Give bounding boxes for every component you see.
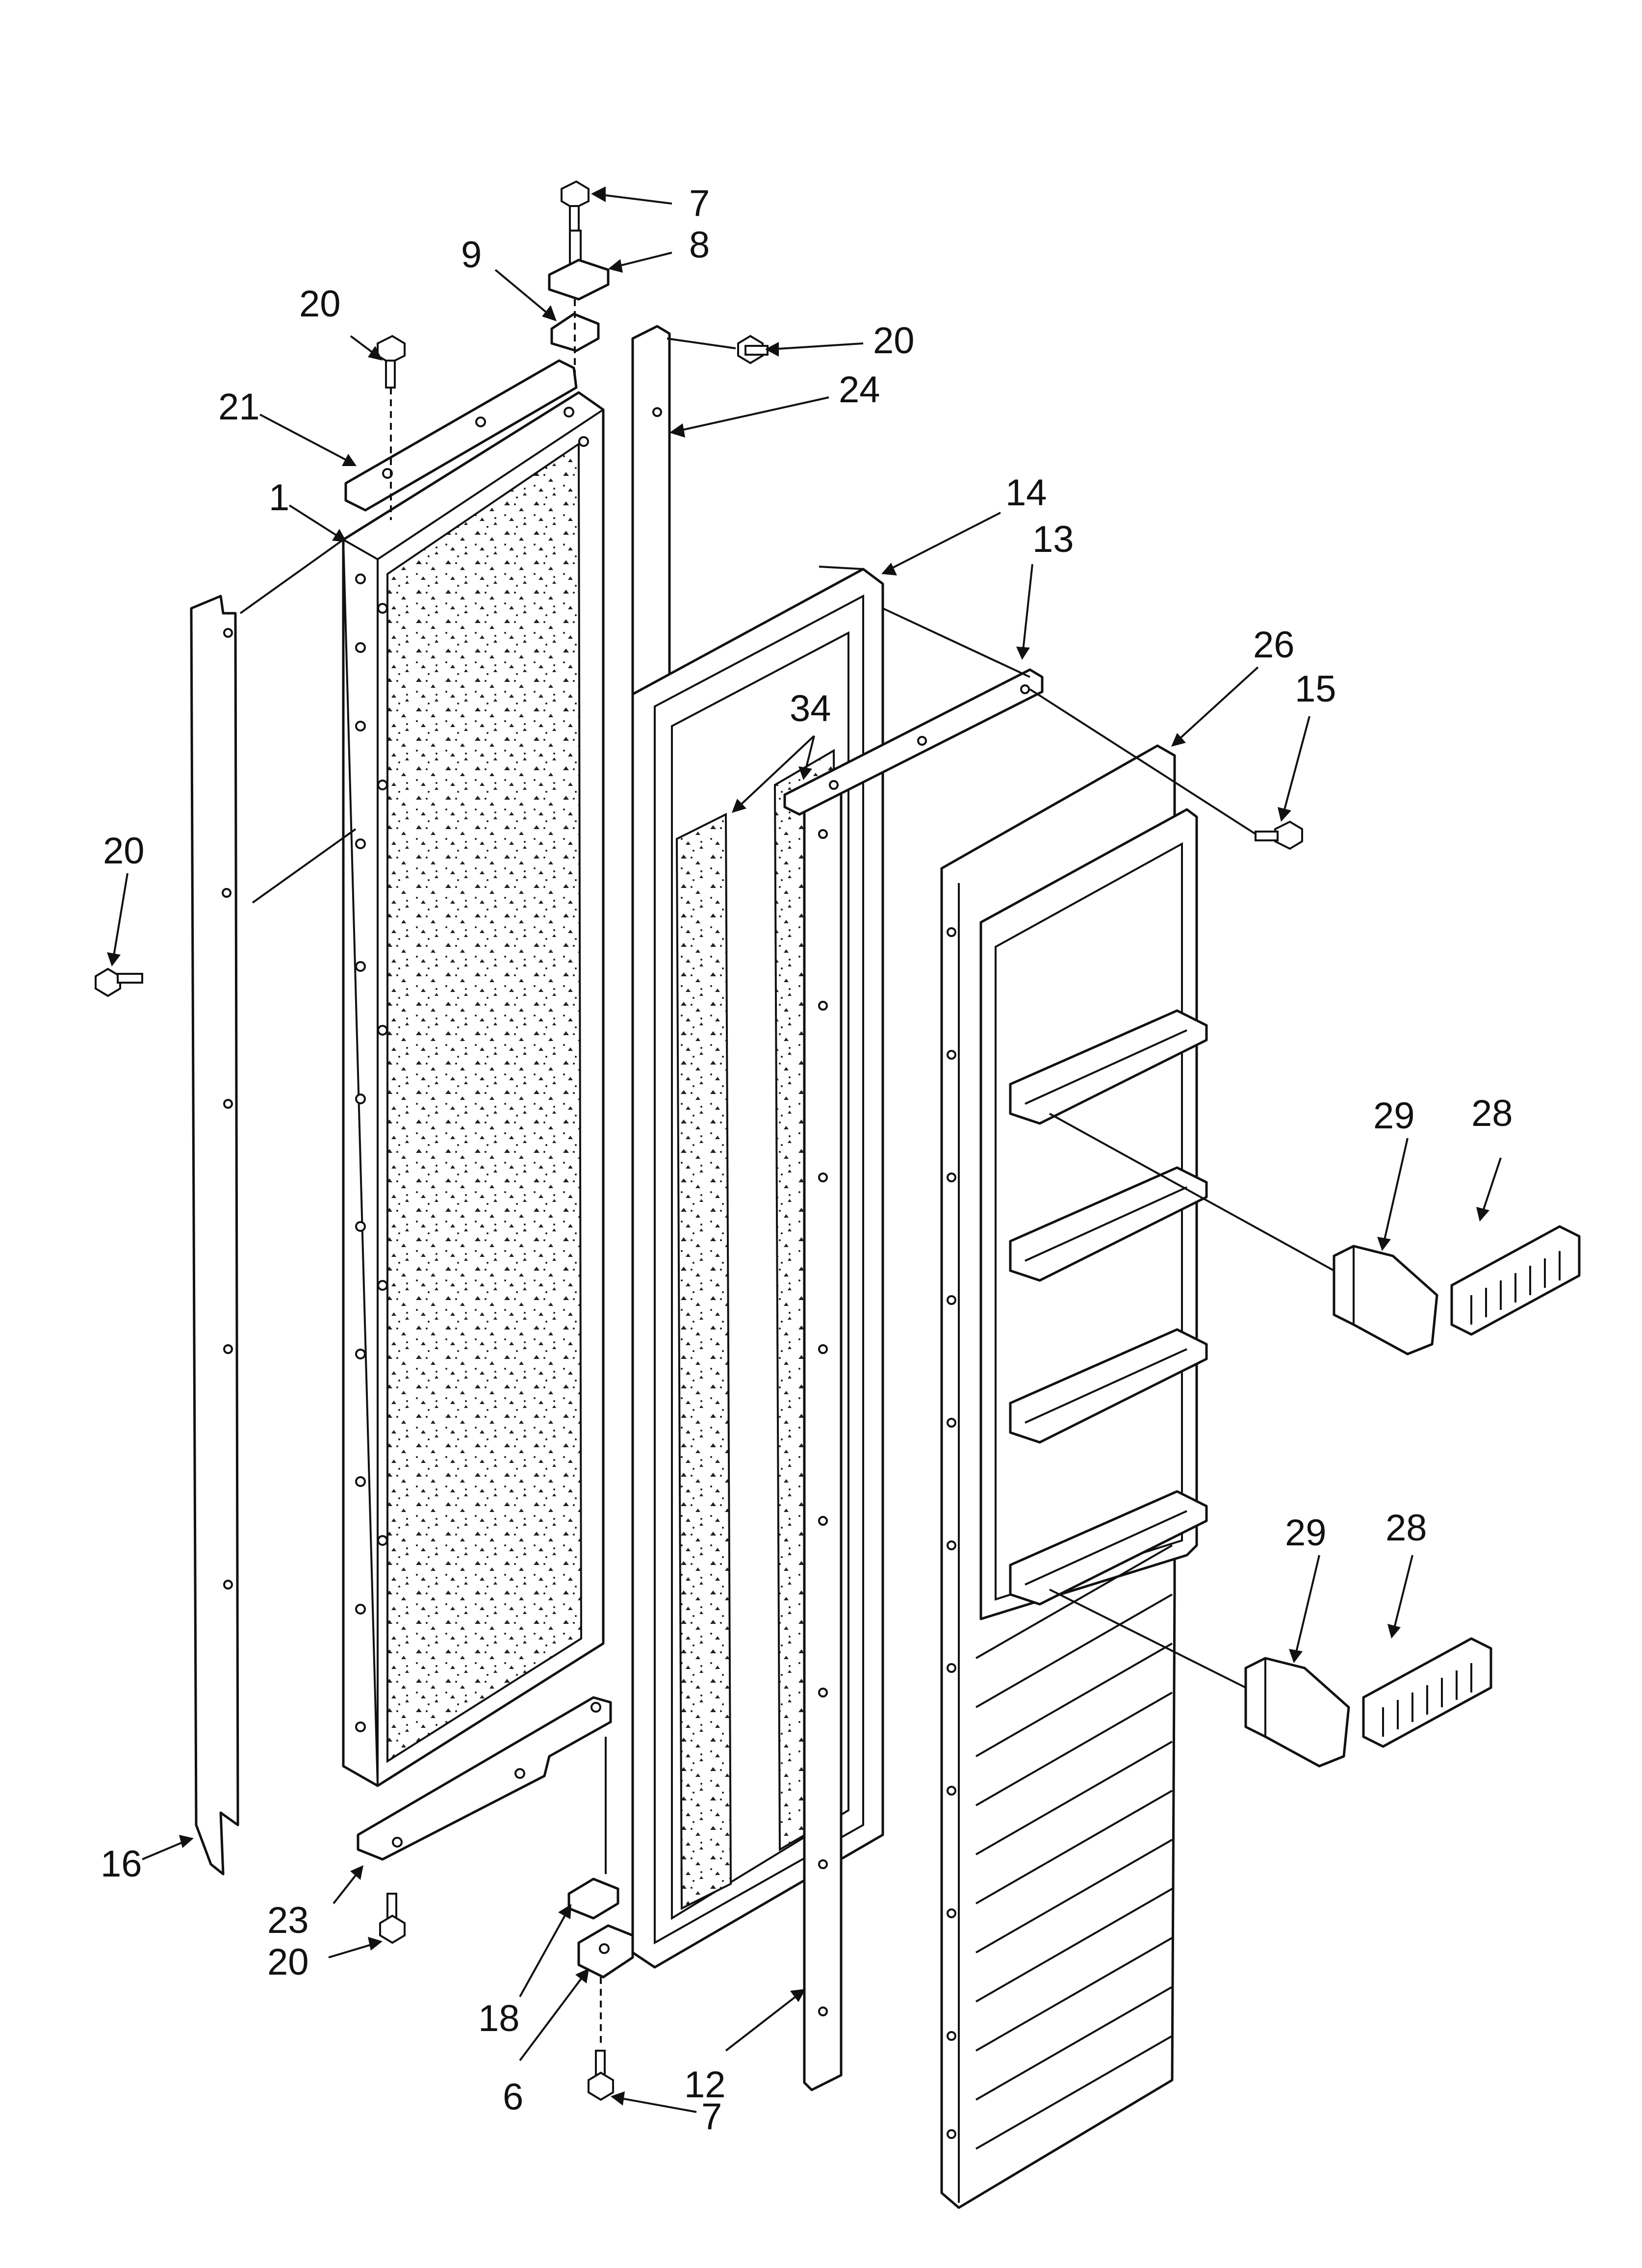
callout-28-lower: 28 [1385, 1507, 1427, 1549]
callout-20-top-right: 20 [873, 320, 915, 362]
screw-20-top-right [737, 335, 769, 365]
part-26-door-liner [940, 744, 1208, 2209]
callout-34: 34 [790, 688, 831, 730]
part-1-door-panel [342, 391, 605, 1787]
panel-holes [355, 407, 589, 1732]
part-8-hinge-pin [548, 230, 610, 301]
screw-7-bottom [588, 2050, 614, 2101]
part-6-bottom-hinge [577, 1924, 634, 1979]
part-23-bottom-strip [357, 1696, 612, 1861]
callout-9: 9 [461, 234, 482, 276]
callout-20-bottom: 20 [267, 1941, 309, 1983]
part-21-top-strip [344, 359, 578, 512]
callout-7-bottom: 7 [701, 2096, 722, 2138]
callout-21: 21 [218, 386, 260, 428]
callout-26: 26 [1253, 624, 1295, 666]
part-9-hinge-shim [550, 313, 600, 352]
alignment-lines [239, 299, 1334, 2046]
screw-20-bottom [379, 1893, 406, 1944]
callout-29-lower: 29 [1285, 1512, 1327, 1554]
callout-20-top-left: 20 [299, 283, 341, 325]
part-29-end-cap-lower [1244, 1657, 1350, 1768]
callout-16: 16 [101, 1843, 142, 1885]
callout-23: 23 [267, 1900, 309, 1941]
callout-28-upper: 28 [1471, 1093, 1513, 1134]
screw-20-top-left [377, 335, 406, 389]
part-28-bin-rail-lower [1362, 1637, 1492, 1748]
callout-1: 1 [269, 477, 289, 519]
part-29-end-cap-upper [1333, 1245, 1438, 1356]
screw-15-right [1255, 820, 1303, 850]
liner-shelves [1009, 1009, 1208, 1606]
callout-15: 15 [1295, 668, 1336, 710]
callout-24: 24 [839, 369, 880, 411]
callout-14: 14 [1005, 472, 1047, 514]
callout-18: 18 [478, 1998, 520, 2039]
callout-12: 12 [684, 2064, 726, 2106]
part-13-top-rail [783, 668, 1044, 816]
liner-holes [947, 927, 956, 2139]
callout-6: 6 [503, 2076, 523, 2118]
part-12-retainer-strip [803, 783, 843, 2091]
leader-lines [107, 186, 1502, 2113]
callout-7-top: 7 [689, 182, 710, 224]
part-16-trim-strip [190, 595, 239, 1876]
callouts: 7 8 9 20 20 24 21 1 14 13 26 15 34 20 29… [101, 182, 1513, 2138]
screw-20-left [95, 967, 143, 997]
part-24-vertical-strip [631, 325, 671, 701]
callout-13: 13 [1032, 519, 1074, 560]
callout-29-upper: 29 [1373, 1095, 1415, 1137]
part-28-bin-rail-upper [1450, 1225, 1581, 1336]
part-18-hinge-shim-bottom [567, 1877, 619, 1920]
callout-20-left: 20 [103, 830, 145, 872]
screw-7-top [561, 180, 590, 232]
callout-8: 8 [689, 224, 710, 266]
